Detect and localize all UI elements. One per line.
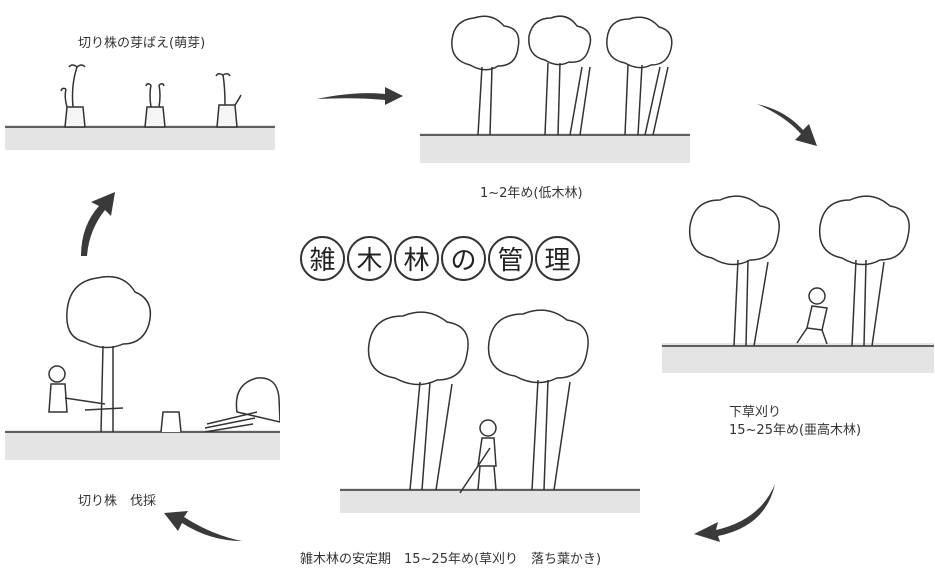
label-weeding-title: 下草刈り <box>729 405 782 420</box>
label-sprouting: 切り株の芽ばえ(萌芽) <box>78 36 206 51</box>
title-char: 林 <box>394 236 439 281</box>
title-char: 木 <box>347 236 392 281</box>
scene-young-forest <box>420 5 690 170</box>
label-young-forest: 1~2年め(低木林) <box>480 186 583 201</box>
title-char: 管 <box>488 236 533 281</box>
diagram-title: 雑 木 林 の 管 理 <box>300 236 580 281</box>
title-char: 雑 <box>300 236 345 281</box>
arrow-to-stable <box>690 480 780 545</box>
scene-felling <box>5 262 280 472</box>
scene-sprouting-stumps <box>5 55 275 155</box>
label-weeding-years: 15~25年め(亜高木林) <box>729 423 862 438</box>
title-char: の <box>441 236 486 281</box>
arrow-to-weeding <box>755 100 825 150</box>
arrow-to-young-forest <box>315 85 405 109</box>
scene-stable-forest <box>340 308 640 518</box>
arrow-to-sprouting <box>75 190 120 260</box>
title-char: 理 <box>535 236 580 281</box>
scene-weeding <box>662 178 934 378</box>
label-felling: 切り株 伐採 <box>78 494 157 509</box>
arrow-to-felling <box>160 505 245 545</box>
label-stable-period: 雑木林の安定期 15~25年め(草刈り 落ち葉かき) <box>300 552 602 567</box>
